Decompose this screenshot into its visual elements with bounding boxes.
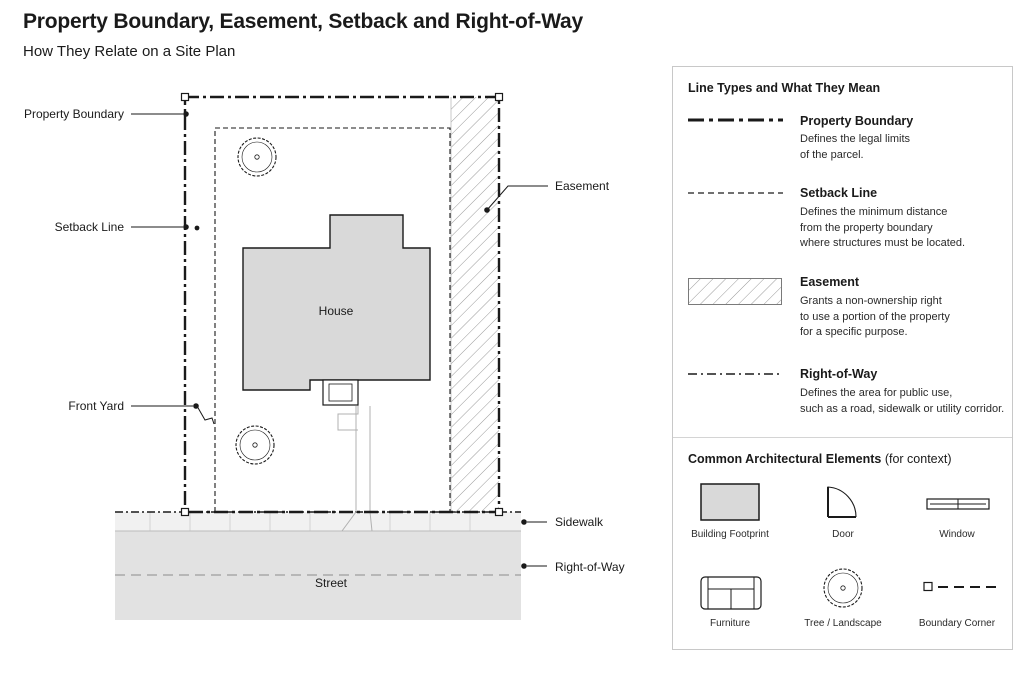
elements-heading-text: Common Architectural Elements <box>688 452 882 466</box>
elements-heading: Common Architectural Elements (for conte… <box>688 452 952 466</box>
easement-hatch-icon <box>688 278 782 305</box>
boundary-corners <box>180 92 504 517</box>
legend-item-right-of-way-desc: Defines the area for public use, such as… <box>800 387 1005 415</box>
legend-item-property-boundary-name: Property Boundary <box>800 114 914 128</box>
tree-icon <box>823 568 863 608</box>
page-subtitle: How They Relate on a Site Plan <box>23 43 236 60</box>
legend-item-setback-desc: Defines the minimum distance from the pr… <box>800 206 966 249</box>
sidewalk-strip <box>115 512 521 531</box>
label-sidewalk: Sidewalk <box>555 515 604 529</box>
legend-item-right-of-way-name: Right-of-Way <box>800 367 878 381</box>
page-title: Property Boundary, Easement, Setback and… <box>23 10 583 33</box>
easement-strip <box>451 97 499 512</box>
legend-item-easement-desc: Grants a non-ownership right to use a po… <box>800 295 950 338</box>
building-footprint-icon <box>700 483 760 521</box>
element-window-label: Window <box>939 529 975 540</box>
legend-item-setback-name: Setback Line <box>800 186 878 200</box>
label-right-of-way: Right-of-Way <box>555 560 625 574</box>
label-easement: Easement <box>555 179 610 193</box>
element-boundary-corner-label: Boundary Corner <box>918 618 996 629</box>
house-footprint <box>242 214 431 391</box>
sidewalk-joints <box>149 512 471 531</box>
legend-divider <box>673 437 1012 438</box>
label-property-boundary: Property Boundary <box>24 107 124 121</box>
legend-item-property-boundary-desc: Defines the legal limits of the parcel. <box>800 133 911 161</box>
sofa-icon <box>700 576 762 610</box>
property-boundary-line-icon <box>688 118 783 122</box>
site-plan: Property Boundary Setback Line Front Yar… <box>24 92 625 620</box>
boundary-corner-icon <box>923 581 1001 592</box>
walkway <box>355 406 371 512</box>
leader-dots <box>183 111 527 569</box>
elements-heading-note: (for context) <box>884 452 952 466</box>
legend-item-easement-name: Easement <box>800 275 860 289</box>
door-icon <box>827 486 857 518</box>
driveway-flare <box>341 511 373 532</box>
element-tree-label: Tree / Landscape <box>804 618 882 629</box>
tree-top <box>237 137 277 177</box>
setback-line <box>214 127 451 512</box>
leader-lines <box>131 113 548 567</box>
tree-front <box>235 425 275 465</box>
label-house: House <box>319 304 354 318</box>
element-door-label: Door <box>832 529 854 540</box>
legend-heading: Line Types and What They Mean <box>688 81 881 95</box>
legend-panel: Line Types and What They Mean Property B… <box>672 66 1013 650</box>
window-icon <box>926 498 990 510</box>
property-boundary <box>183 95 501 514</box>
element-building-footprint-label: Building Footprint <box>691 529 769 540</box>
label-front-yard: Front Yard <box>68 399 124 413</box>
right-of-way-line-icon <box>688 373 783 375</box>
element-furniture-label: Furniture <box>709 618 750 629</box>
label-setback-line: Setback Line <box>55 220 125 234</box>
label-street: Street <box>315 576 348 590</box>
setback-line-icon <box>688 192 783 194</box>
